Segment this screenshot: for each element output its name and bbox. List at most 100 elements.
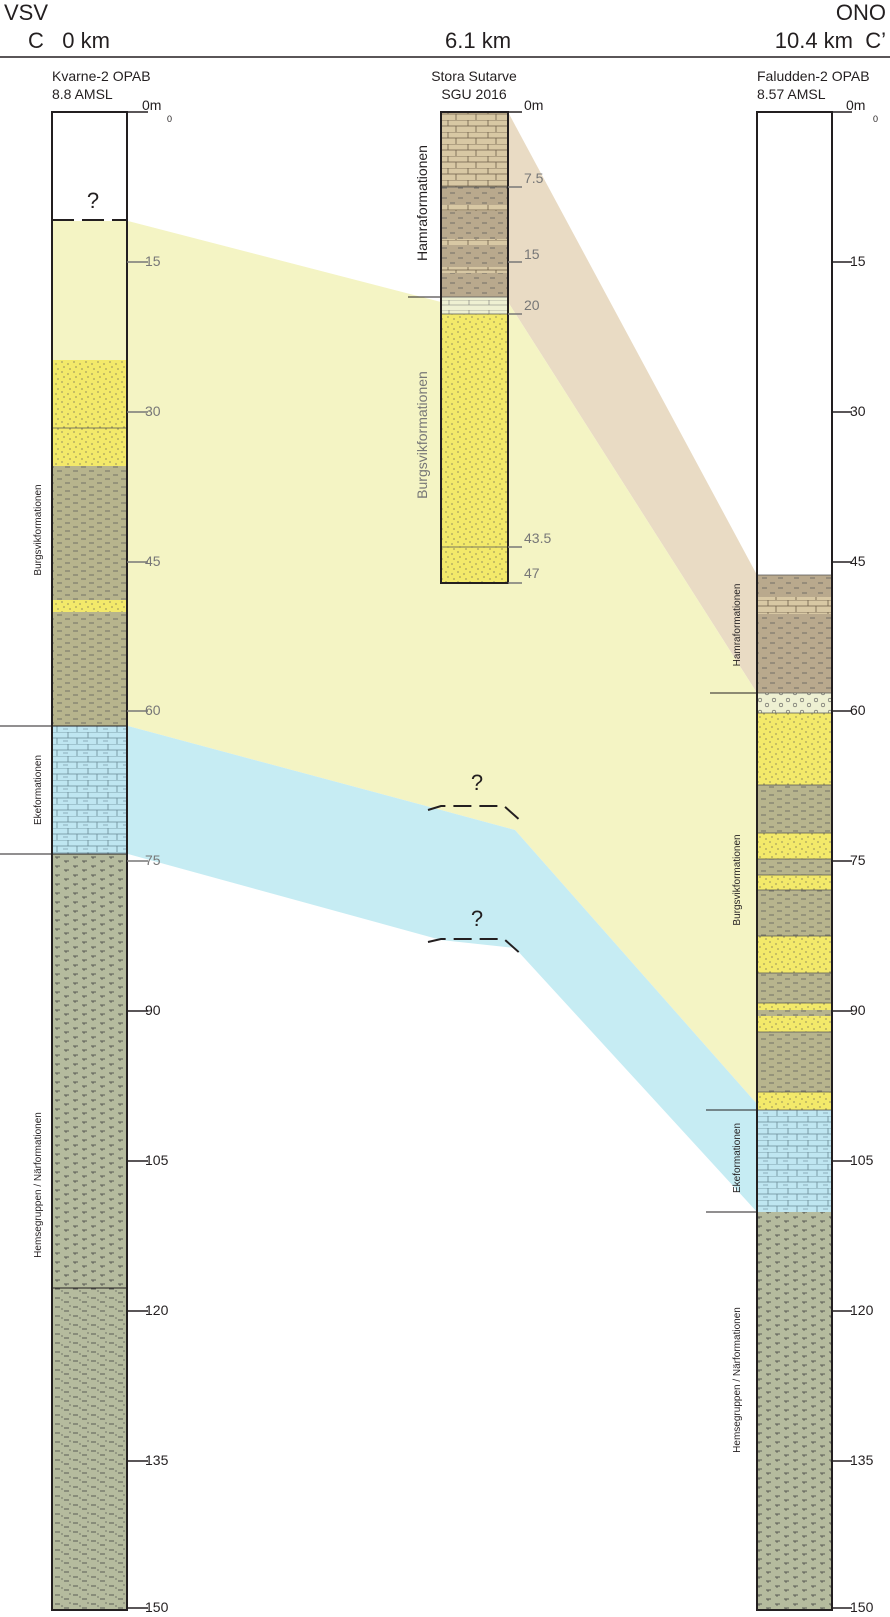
hamra-limestone-layer xyxy=(441,267,508,273)
depth-zero-label: 0m xyxy=(142,97,161,113)
depth-tick-label: 150 xyxy=(145,1599,169,1615)
shale-layer xyxy=(757,859,832,875)
well-name: Stora Sutarve xyxy=(431,68,517,84)
depth-tick-label: 30 xyxy=(850,403,866,419)
layer-contacts xyxy=(757,574,832,1111)
hamra-limestone-layer xyxy=(441,205,508,211)
hemse-silty-layer xyxy=(52,1288,127,1610)
uncertain-marker: ? xyxy=(471,770,483,795)
depth-zero-sub: 0 xyxy=(873,114,878,124)
burgsvik-correlation-band xyxy=(128,221,757,1104)
formation-label-hamra: Hamraformationen xyxy=(414,145,430,261)
well-kvarne: Kvarne-2 OPAB 8.8 AMSL ? Burgsvikformati… xyxy=(0,68,172,1615)
depth-tick-label: 15 xyxy=(524,246,540,262)
sandstone-layer xyxy=(757,1016,832,1032)
depth-tick-label: 120 xyxy=(850,1302,874,1318)
direction-left: VSV xyxy=(4,0,48,25)
hamra-marl-layer xyxy=(757,614,832,693)
sandstone-layer xyxy=(757,833,832,859)
well-elevation: 8.57 AMSL xyxy=(757,86,826,102)
pale-limestone-layer xyxy=(441,297,508,314)
hamra-correlation-band xyxy=(508,112,757,693)
shale-layer xyxy=(757,785,832,833)
hamra-marl-layer xyxy=(757,575,832,597)
depth-zero-label: 0m xyxy=(846,97,865,113)
uncertain-contact-dash xyxy=(427,805,523,823)
depth-tick-label: 15 xyxy=(145,253,161,269)
depth-tick-label: 43.5 xyxy=(524,530,551,546)
depth-tick-label: 20 xyxy=(524,297,540,313)
shale-layer xyxy=(757,973,832,1003)
sandstone-layer xyxy=(52,600,127,612)
depth-tick-label: 150 xyxy=(850,1599,874,1615)
distance-mid: 6.1 km xyxy=(445,28,511,53)
burgsvik-upper-interval xyxy=(52,221,127,360)
sandstone-layer xyxy=(757,875,832,890)
hamra-marl-layer xyxy=(441,211,508,239)
formation-label-burgsvik: Burgsvikformationen xyxy=(732,834,743,925)
well-elevation: 8.8 AMSL xyxy=(52,86,113,102)
formation-label-eke: Ekeformationen xyxy=(33,755,44,825)
correlation-bands xyxy=(128,112,757,1212)
sandstone-layer xyxy=(441,547,508,583)
eke-limestone-layer xyxy=(52,726,127,854)
sandstone-layer xyxy=(757,713,832,785)
sandstone-layer xyxy=(52,428,127,466)
depth-tick-label: 120 xyxy=(145,1302,169,1318)
formation-label-hemse: Hemsegruppen / Närformationen xyxy=(33,1112,44,1258)
hemse-layer xyxy=(52,854,127,1288)
hamra-limestone-layer xyxy=(757,597,832,614)
formation-label-hemse: Hemsegruppen / Närformationen xyxy=(732,1307,743,1453)
sandstone-layer xyxy=(757,936,832,973)
unknown-interval xyxy=(757,112,832,575)
formation-label-eke: Ekeformationen xyxy=(732,1123,743,1193)
uncertain-contact-dash xyxy=(427,938,523,956)
eke-limestone-layer xyxy=(757,1110,832,1212)
sandstone-layer xyxy=(757,1003,832,1010)
hemse-layer xyxy=(757,1212,832,1610)
uncertain-contact-eke-base: ? xyxy=(427,906,523,956)
shale-layer xyxy=(757,890,832,936)
formation-label-burgsvik: Burgsvikformationen xyxy=(33,484,44,575)
well-elevation: SGU 2016 xyxy=(441,86,507,102)
formation-label-burgsvik: Burgsvikformationen xyxy=(414,371,430,499)
well-name: Faludden-2 OPAB xyxy=(757,68,870,84)
sandstone-layer xyxy=(52,360,127,428)
depth-tick-label: 75 xyxy=(850,852,866,868)
direction-right: ONO xyxy=(836,0,886,25)
oolitic-layer xyxy=(757,693,832,713)
unknown-interval xyxy=(52,112,127,221)
hamra-limestone-layer xyxy=(441,239,508,245)
sandstone-layer xyxy=(441,314,508,547)
depth-tick-label: 60 xyxy=(850,702,866,718)
hamra-marl-layer xyxy=(441,273,508,297)
uncertain-marker: ? xyxy=(471,906,483,931)
depth-tick-label: 7.5 xyxy=(524,170,544,186)
hamra-marl-layer xyxy=(441,187,508,205)
depth-tick-label: 15 xyxy=(850,253,866,269)
shale-layer xyxy=(52,612,127,726)
shale-layer xyxy=(757,1032,832,1092)
distance-left: C 0 km xyxy=(28,28,110,53)
depth-tick-label: 47 xyxy=(524,565,540,581)
depth-scale: 15 30 45 60 75 90 105 120 135 150 xyxy=(832,253,874,1615)
shale-layer xyxy=(757,1010,832,1016)
depth-tick-label: 90 xyxy=(145,1002,161,1018)
depth-tick-label: 105 xyxy=(145,1152,169,1168)
formation-label-hamra: Hamraformationen xyxy=(732,584,743,667)
well-name: Kvarne-2 OPAB xyxy=(52,68,151,84)
uncertain-contact-eke-top: ? xyxy=(427,770,523,823)
well-sutarve: Stora Sutarve SGU 2016 Hamraformationen … xyxy=(408,68,551,584)
distance-right: 10.4 km C’ xyxy=(775,28,886,53)
depth-zero-sub: 0 xyxy=(167,114,172,124)
depth-tick-label: 135 xyxy=(850,1452,874,1468)
unknown-top-marker: ? xyxy=(87,188,99,213)
depth-tick-label: 75 xyxy=(145,852,161,868)
depth-scale: 7.5 15 20 43.5 47 xyxy=(508,170,551,584)
shale-layer xyxy=(52,466,127,600)
depth-tick-label: 30 xyxy=(145,403,161,419)
depth-tick-label: 135 xyxy=(145,1452,169,1468)
eke-correlation-band xyxy=(128,726,757,1212)
well-faludden: Faludden-2 OPAB 8.57 AMSL xyxy=(706,68,878,1615)
